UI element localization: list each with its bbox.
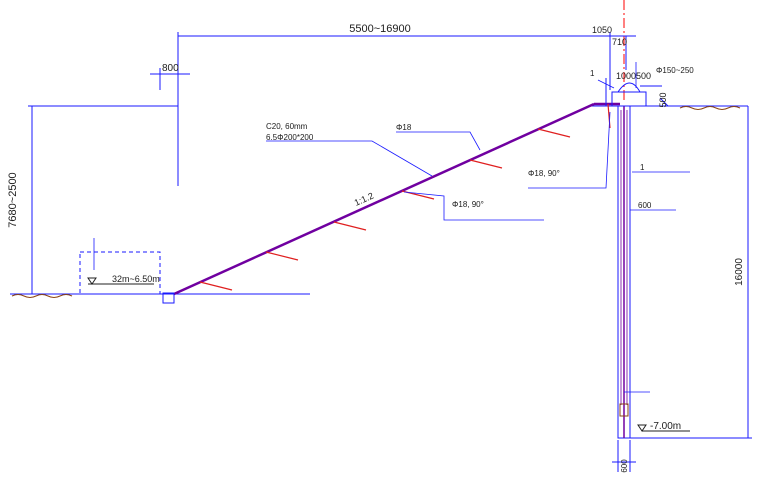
leader-lines: [93, 62, 690, 393]
pile-dia-dimension: [612, 440, 636, 472]
cap-note: Φ150~250: [656, 66, 694, 75]
cap-offset-label: 500: [636, 71, 651, 81]
pile-dia-label: 600: [620, 459, 629, 473]
capping-beam: [605, 78, 669, 107]
soil-nail: [265, 251, 299, 261]
pile-note-3: 600: [638, 201, 652, 210]
elevation-marker: [637, 424, 690, 432]
pile: [617, 105, 631, 439]
top-dimension: [177, 32, 636, 186]
water-level-marker: [87, 277, 154, 285]
soil-nail: [469, 159, 503, 169]
soil-nail: [333, 221, 367, 231]
soil-nail: [199, 281, 233, 291]
top-dimension-label: 5500~16900: [349, 23, 410, 35]
toe-drain: [162, 292, 175, 304]
pile-note-2: 1: [640, 163, 645, 172]
water-level-label: 32m~6.50m: [112, 274, 160, 284]
cap-sub-dimension: 710: [612, 37, 627, 47]
soil-nail: [537, 128, 571, 138]
pit-outline: [79, 251, 161, 295]
nail-angle-note: Φ18, 90°: [452, 200, 484, 209]
left-height-label: 7680~2500: [7, 172, 19, 227]
cap-width-label: 1000: [616, 71, 636, 81]
cap-top-dimension: 1050: [592, 25, 612, 35]
slope-note-2: 6.5Φ200*200: [266, 133, 314, 142]
left-height-dimension: [28, 105, 178, 294]
pile-length-dimension: [630, 106, 752, 439]
berm-dimension-label: 800: [162, 63, 179, 74]
ground-hatch: [11, 106, 741, 298]
nail-note: Φ18: [396, 123, 412, 132]
cap-depth-label: 500: [658, 92, 668, 107]
cap-tag: 1: [590, 69, 595, 78]
berm-dimension: [150, 68, 190, 90]
pile-tip: [619, 403, 629, 417]
pile-length-label: 16000: [734, 258, 745, 286]
slope-note-1: C20, 60mm: [266, 122, 308, 131]
pile-note: Φ18, 90°: [528, 169, 560, 178]
slope-surface: [173, 102, 595, 296]
elevation-label: -7.00m: [650, 421, 681, 432]
